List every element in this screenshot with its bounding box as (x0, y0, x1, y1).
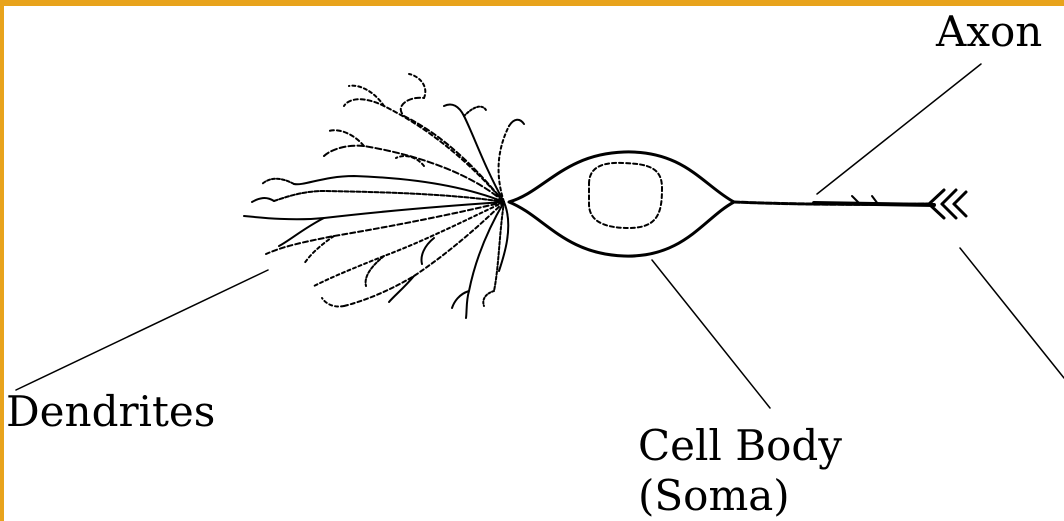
nucleus-outline (589, 163, 662, 228)
dendrites-label: Dendrites (6, 387, 215, 436)
cell-body-label: Cell Body (638, 421, 842, 470)
terminal-leader-line (960, 248, 1064, 378)
dendrites-leader-line (16, 270, 268, 390)
leader-lines (16, 64, 1064, 408)
neuron-diagram: Axon Dendrites Cell Body (Soma) (4, 6, 1064, 521)
axon-label: Axon (935, 7, 1042, 56)
axon-line (734, 196, 934, 205)
cell-body-leader-line (652, 260, 770, 408)
soma-label: (Soma) (638, 471, 790, 520)
soma-outline (509, 152, 734, 256)
axon-leader-line (817, 64, 981, 194)
dendrites (244, 74, 524, 318)
